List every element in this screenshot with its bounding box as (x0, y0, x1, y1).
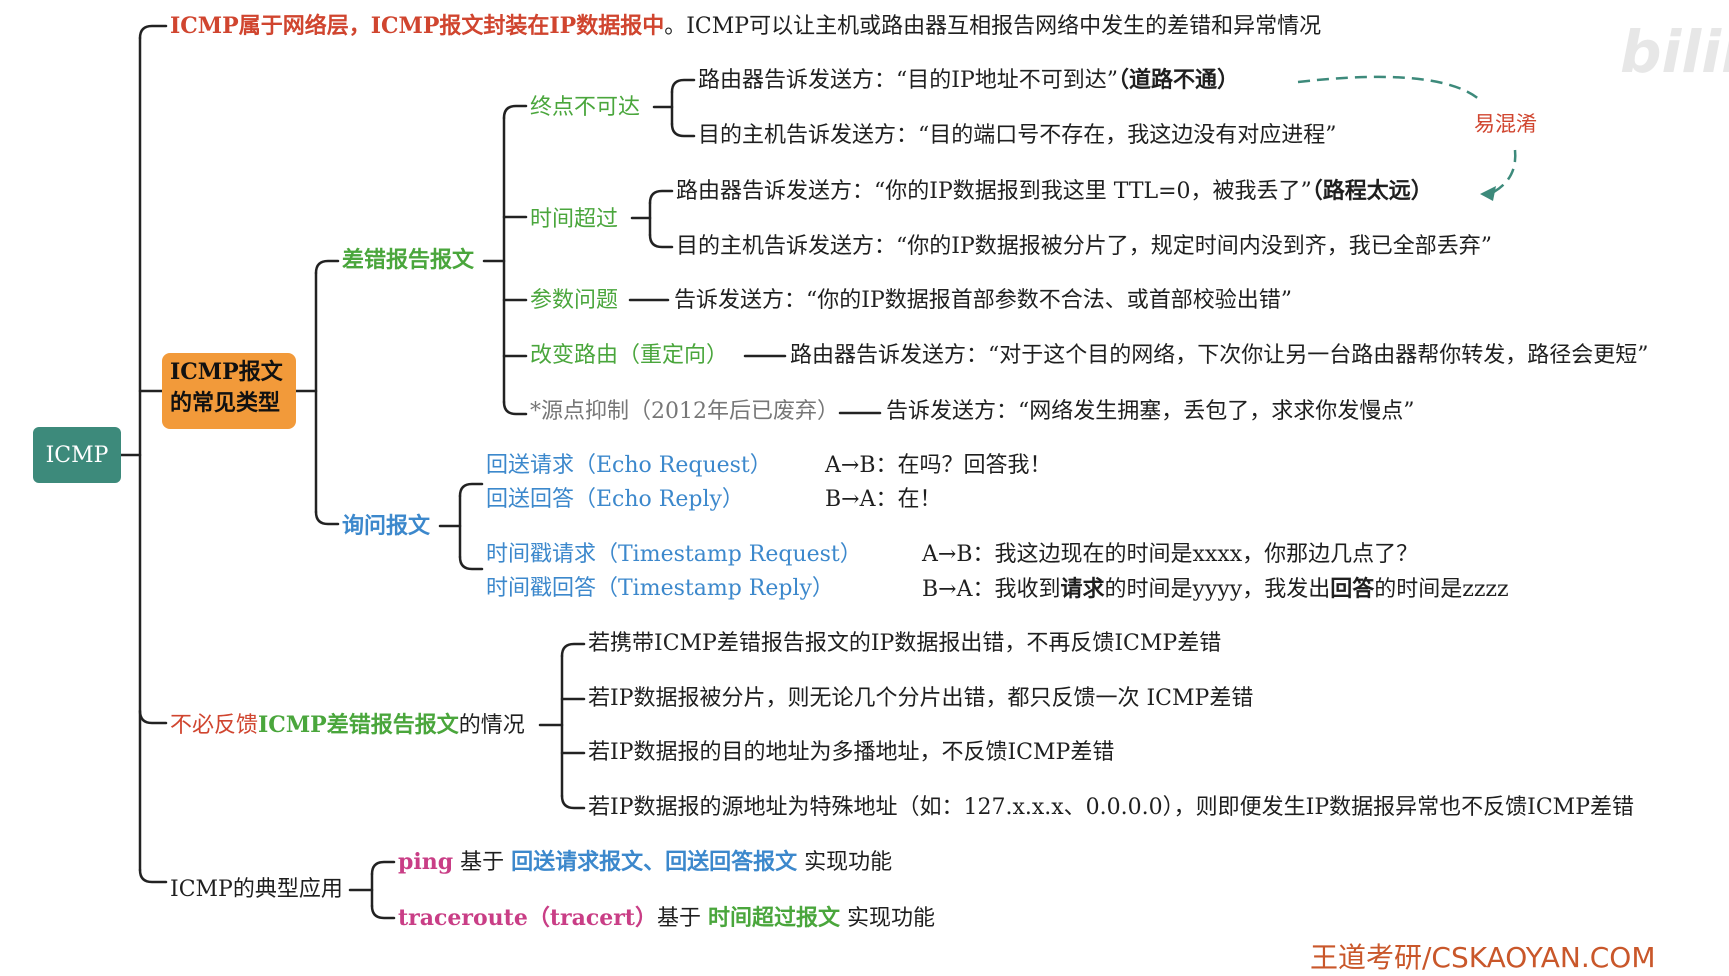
redirect-desc: 路由器告诉发送方：“对于这个目的网络，下次你让另一台路由器帮你转发，路径会更短” (790, 343, 1649, 368)
unreachable-router-text: 路由器告诉发送方：“目的IP地址不可到达” (698, 68, 1118, 93)
queries-label[interactable]: 询问报文 (342, 513, 431, 539)
echo-reply-desc: B→A：在！ (825, 487, 942, 512)
traceroute-text-a: 基于 (656, 906, 708, 931)
footer-watermark: 王道考研/CSKAOYAN.COM (1310, 941, 1656, 974)
no-feedback-item: 若IP数据报的源地址为特殊地址（如：127.x.x.x、0.0.0.0），则即便… (588, 795, 1635, 820)
ts-reply-part-a: B→A：我收到 (922, 577, 1061, 602)
time-exceeded-router-tag: （路程太远） (1311, 178, 1433, 204)
types-line2: 的常见类型 (170, 390, 281, 416)
unreachable-router: 路由器告诉发送方：“目的IP地址不可到达”（道路不通） (698, 66, 1239, 95)
unreachable-host: 目的主机告诉发送方：“目的端口号不存在，我这边没有对应进程” (698, 123, 1337, 148)
error-reports-label[interactable]: 差错报告报文 (342, 247, 475, 273)
redirect-label[interactable]: 改变路由（重定向） (530, 343, 729, 368)
ping-text-b: 回送请求报文、回送回答报文 (511, 849, 798, 875)
top-note-rest: 。ICMP可以让主机或路由器互相报告网络中发生的差错和异常情况 (664, 14, 1322, 39)
timestamp-reply-label[interactable]: 时间戳回答（Timestamp Reply） (486, 576, 834, 601)
ping-name: ping (398, 849, 454, 875)
ping-text-c: 实现功能 (797, 850, 893, 875)
ts-reply-part-e: 的时间是zzzz (1374, 577, 1509, 602)
time-exceeded-router-text: 路由器告诉发送方：“你的IP数据报到我这里 TTL=0，被我丢了” (676, 179, 1312, 204)
ping-text-a: 基于 (453, 850, 512, 875)
no-feedback-part-c: 的情况 (458, 713, 525, 738)
source-quench-label[interactable]: *源点抑制（2012年后已废弃） (530, 399, 839, 424)
no-feedback-item: 若IP数据报的目的地址为多播地址，不反馈ICMP差错 (588, 740, 1115, 765)
timestamp-request-label[interactable]: 时间戳请求（Timestamp Request） (486, 542, 862, 567)
ts-reply-part-b: 请求 (1060, 576, 1105, 602)
echo-request-desc: A→B：在吗？回答我！ (825, 453, 1052, 478)
unreachable-label[interactable]: 终点不可达 (530, 95, 641, 120)
top-note-highlight: ICMP属于网络层，ICMP报文封装在IP数据报中 (170, 13, 665, 39)
ts-reply-part-d: 回答 (1330, 576, 1375, 602)
ts-reply-part-c: 的时间是yyyy，我发出 (1104, 577, 1331, 602)
unreachable-router-tag: （道路不通） (1118, 67, 1240, 93)
traceroute-application: traceroute（tracert）基于 时间超过报文 实现功能 (398, 904, 935, 933)
root-node-icmp[interactable]: ICMP (33, 427, 121, 483)
top-note: ICMP属于网络层，ICMP报文封装在IP数据报中。ICMP可以让主机或路由器互… (170, 12, 1321, 41)
no-feedback-item: 若携带ICMP差错报告报文的IP数据报出错，不再反馈ICMP差错 (588, 631, 1222, 656)
echo-request-label[interactable]: 回送请求（Echo Request） (486, 453, 772, 478)
no-feedback-part-b: ICMP差错报告报文 (258, 712, 459, 738)
confusing-note: 易混淆 (1474, 112, 1537, 136)
types-line1: ICMP报文 (170, 359, 283, 385)
source-quench-desc: 告诉发送方：“网络发生拥塞，丢包了，求求你发慢点” (886, 399, 1415, 424)
confusing-arrow (1297, 75, 1517, 201)
timestamp-request-desc: A→B：我这边现在的时间是xxxx，你那边几点了？ (922, 542, 1419, 567)
traceroute-text-c: 实现功能 (840, 906, 935, 931)
bilibili-watermark: bilibili (1620, 18, 1729, 86)
timestamp-reply-desc: B→A：我收到请求的时间是yyyy，我发出回答的时间是zzzz (922, 575, 1509, 604)
traceroute-name: traceroute（tracert） (398, 905, 657, 931)
traceroute-text-b: 时间超过报文 (707, 905, 840, 931)
root-label: ICMP (45, 442, 109, 468)
no-feedback-label[interactable]: 不必反馈ICMP差错报告报文的情况 (170, 711, 525, 740)
no-feedback-part-a: 不必反馈 (170, 713, 259, 738)
applications-label[interactable]: ICMP的典型应用 (170, 877, 343, 902)
param-problem-label[interactable]: 参数问题 (530, 288, 619, 313)
connector-lines (119, 24, 1517, 920)
time-exceeded-host: 目的主机告诉发送方：“你的IP数据报被分片了，规定时间内没到齐，我已全部丢弃” (676, 234, 1492, 259)
echo-reply-label[interactable]: 回送回答（Echo Reply） (486, 487, 744, 512)
ping-application: ping 基于 回送请求报文、回送回答报文 实现功能 (398, 848, 892, 877)
time-exceeded-label[interactable]: 时间超过 (530, 207, 619, 232)
no-feedback-item: 若IP数据报被分片，则无论几个分片出错，都只反馈一次 ICMP差错 (588, 686, 1254, 711)
time-exceeded-router: 路由器告诉发送方：“你的IP数据报到我这里 TTL=0，被我丢了”（路程太远） (676, 177, 1433, 206)
param-problem-desc: 告诉发送方：“你的IP数据报首部参数不合法、或首部校验出错” (674, 288, 1292, 313)
common-types-node[interactable]: ICMP报文 的常见类型 (162, 353, 296, 429)
